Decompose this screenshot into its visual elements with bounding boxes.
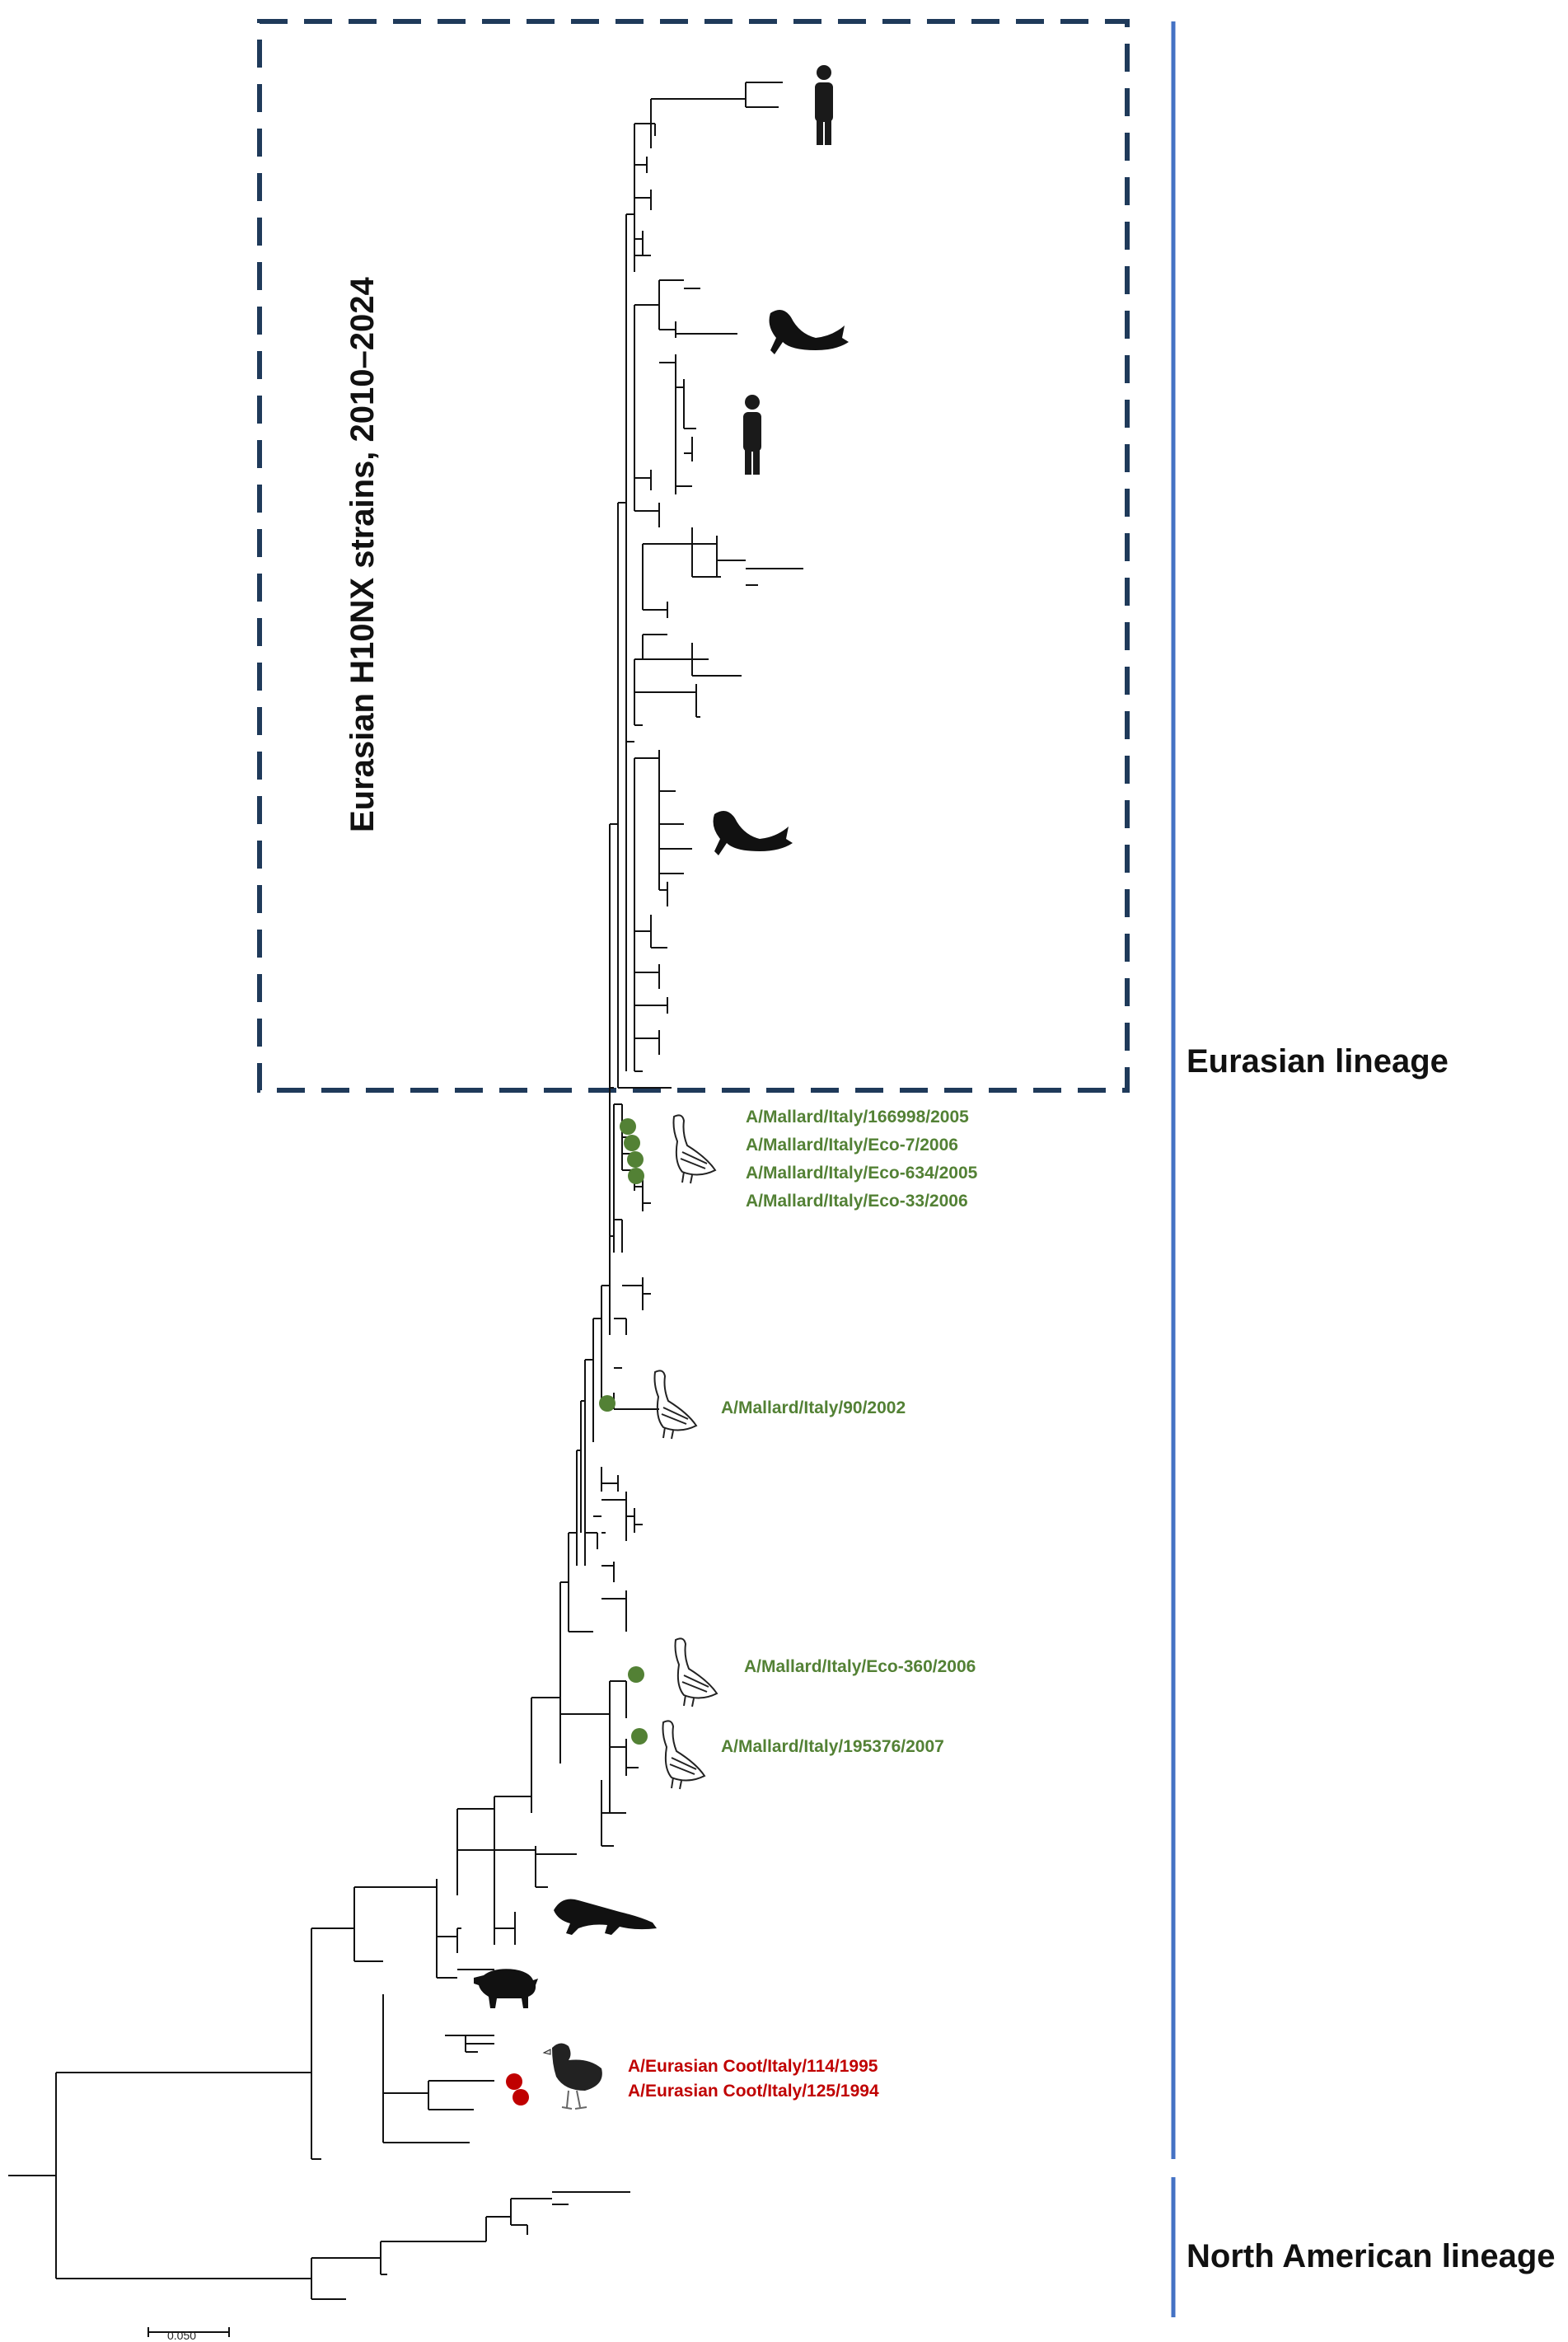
strain-label: A/Mallard/Italy/90/2002 xyxy=(721,1398,906,1417)
ferret-icon xyxy=(554,1899,657,1935)
strain-label: A/Mallard/Italy/166998/2005 xyxy=(746,1108,969,1127)
marker-166998 xyxy=(620,1118,636,1135)
mallard-icon xyxy=(672,1114,717,1184)
strain-label: A/Eurasian Coot/Italy/125/1994 xyxy=(628,2082,879,2101)
mallard-icon xyxy=(662,1720,706,1790)
marker-coot-114 xyxy=(506,2073,522,2090)
seal-icon xyxy=(769,310,849,354)
marker-195376 xyxy=(631,1728,648,1745)
mallard-icon xyxy=(674,1637,718,1707)
scale-bar xyxy=(147,2327,230,2337)
marker-eco360 xyxy=(628,1666,644,1683)
marker-eco33 xyxy=(628,1168,644,1184)
pig-icon xyxy=(474,1969,538,2008)
strain-label: A/Mallard/Italy/Eco-7/2006 xyxy=(746,1136,958,1155)
mallard-icon xyxy=(653,1370,698,1440)
markers-red xyxy=(506,2073,529,2105)
north-american-lineage-label: North American lineage xyxy=(1187,2238,1556,2274)
scale-bar-label: 0.050 xyxy=(167,2329,197,2342)
strain-label: A/Eurasian Coot/Italy/114/1995 xyxy=(628,2057,878,2076)
box-title: Eurasian H10NX strains, 2010–2024 xyxy=(344,277,381,832)
marker-90-2002 xyxy=(599,1395,615,1412)
eurasian-h10nx-box xyxy=(257,19,1130,1093)
human-icon xyxy=(743,395,761,475)
tree-branches xyxy=(8,82,803,2300)
seal-icon xyxy=(713,811,793,855)
marker-eco634 xyxy=(627,1151,644,1168)
markers-green xyxy=(599,1118,648,1745)
marker-coot-125 xyxy=(513,2089,529,2105)
strain-label: A/Mallard/Italy/195376/2007 xyxy=(721,1737,944,1756)
coot-icon xyxy=(542,2043,602,2110)
strain-label: A/Mallard/Italy/Eco-33/2006 xyxy=(746,1192,968,1211)
eurasian-lineage-label: Eurasian lineage xyxy=(1187,1043,1449,1080)
strain-label: A/Mallard/Italy/Eco-634/2005 xyxy=(746,1164,978,1183)
marker-eco7 xyxy=(624,1135,640,1151)
strain-label: A/Mallard/Italy/Eco-360/2006 xyxy=(744,1657,976,1676)
human-icon xyxy=(815,65,833,145)
